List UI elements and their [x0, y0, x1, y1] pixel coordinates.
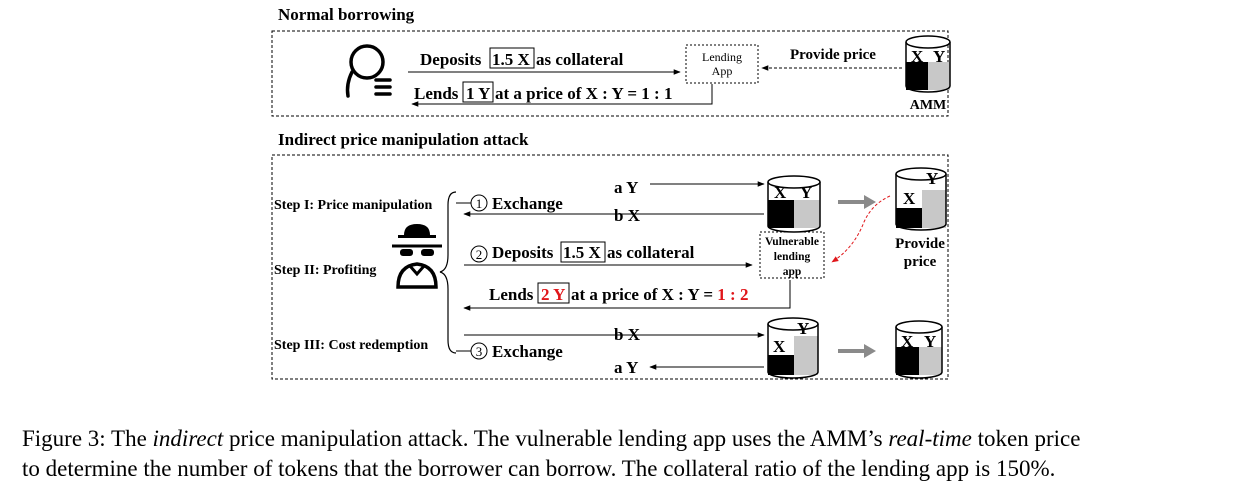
normal-deposits-text: Deposits	[420, 50, 482, 69]
amm-pool-icon	[905, 35, 951, 93]
normal-lending-app-line1: Lending	[702, 50, 742, 64]
normal-deposits-post: as collateral	[536, 50, 624, 69]
normal-lends-post: at a price of X : Y = 1 : 1	[495, 84, 672, 103]
attack-section-title: Indirect price manipulation attack	[278, 130, 529, 149]
step3-circle-num: 3	[476, 344, 483, 359]
vuln-line2: lending	[774, 251, 811, 263]
vuln-line1: Vulnerable	[765, 236, 819, 248]
attacker-icon	[392, 224, 442, 289]
attack-section-box	[271, 154, 949, 380]
normal-amm-y: Y	[933, 47, 945, 66]
poolD-y: Y	[924, 332, 936, 351]
caption-line2: to determine the number of tokens that t…	[22, 456, 1056, 481]
attack-provide-line1: Provide	[895, 236, 945, 252]
step2-lend-arrow	[463, 280, 791, 311]
normal-amm-x: X	[911, 47, 924, 66]
step2-lends-post: at a price of X : Y = 1 : 2	[571, 285, 748, 304]
poolC-y: Y	[797, 319, 809, 338]
step2-deposits-post: as collateral	[607, 243, 695, 262]
step2-collateral-box	[560, 241, 606, 263]
normal-section-box	[271, 30, 949, 117]
poolC-x: X	[773, 337, 786, 356]
diagram-canvas: Normal borrowing Deposits 1.5 X as colla…	[271, 5, 951, 380]
pool-after-manipulation-icon	[895, 167, 947, 231]
step2-lends-amount: 2 Y	[541, 285, 565, 304]
step1-aY: a Y	[614, 178, 638, 197]
step2-deposits-amount: 1.5 X	[563, 243, 602, 262]
step1-exchange: Exchange	[492, 194, 563, 213]
transition-arrow-top	[838, 195, 876, 209]
attack-provide-line2: price	[904, 254, 937, 270]
vulnerable-lending-app-box	[759, 231, 825, 279]
poolA-y: Y	[800, 183, 812, 202]
normal-amm-label: AMM	[910, 98, 947, 113]
normal-lending-app-line2: App	[712, 64, 733, 78]
normal-lends-pre: Lends	[414, 84, 459, 103]
manipulated-price-ratio: 1 : 2	[717, 285, 748, 304]
manipulated-price-arrow	[831, 195, 891, 263]
vuln-line3: app	[783, 266, 802, 278]
step3-aY: a Y	[614, 358, 638, 377]
step2-deposits-pre: Deposits	[492, 243, 554, 262]
step1-label: Step I: Price manipulation	[274, 198, 432, 213]
normal-lends-amount: 1 Y	[466, 84, 490, 103]
caption-line1: Figure 3: The indirect price manipulatio…	[22, 426, 1081, 451]
normal-lends-box	[462, 81, 494, 103]
normal-section-title: Normal borrowing	[278, 5, 415, 24]
attacker-brace	[439, 191, 457, 354]
step1-circle-num: 1	[476, 196, 483, 211]
figure-caption: Figure 3: The indirect price manipulatio…	[22, 424, 1232, 484]
step2-lends-pre: Lends	[489, 285, 534, 304]
normal-provide-price: Provide price	[790, 47, 876, 63]
step2-lends-box	[537, 282, 570, 304]
normal-lending-app-box	[685, 44, 759, 84]
step2-circle	[470, 245, 488, 263]
normal-lend-arrow	[411, 84, 713, 107]
step3-exchange: Exchange	[492, 342, 563, 361]
poolA-x: X	[774, 183, 787, 202]
pool-restored-icon	[895, 320, 943, 379]
transition-arrow-bottom	[838, 344, 876, 358]
normal-collateral-box	[489, 47, 535, 69]
step2-label: Step II: Profiting	[274, 263, 376, 278]
step1-bX: b X	[614, 206, 641, 225]
user-icon	[345, 44, 392, 98]
poolD-x: X	[901, 332, 914, 351]
pool-manipulated-state-icon	[767, 317, 819, 379]
step2-circle-num: 2	[476, 247, 483, 262]
poolB-x: X	[903, 189, 916, 208]
poolB-y: Y	[926, 169, 938, 188]
step3-label: Step III: Cost redemption	[274, 338, 428, 353]
normal-deposits-amount: 1.5 X	[492, 50, 531, 69]
